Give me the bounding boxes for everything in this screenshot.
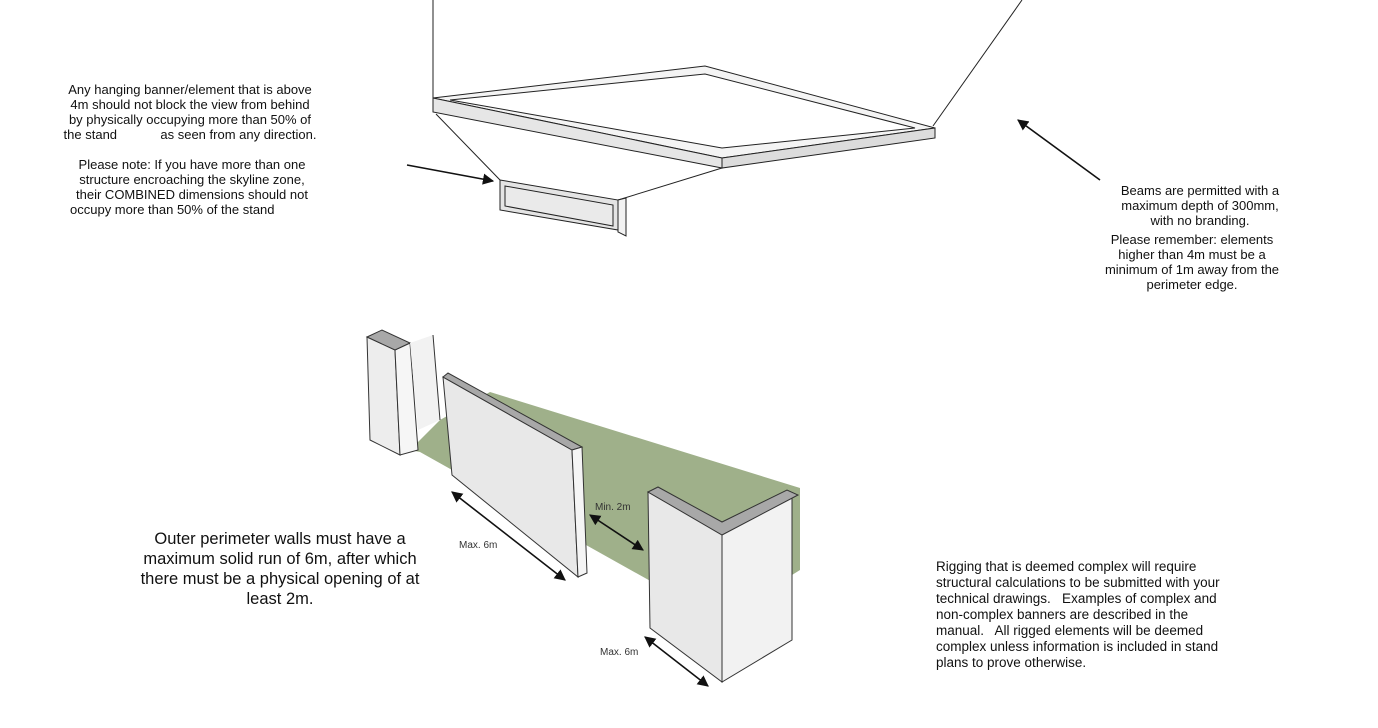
hanging-banner-note: Any hanging banner/element that is above… (50, 82, 330, 142)
max-run-label-1: Max. 6m (459, 540, 497, 551)
note-line: perimeter edge. (1146, 277, 1238, 292)
note-line: complex unless information is included i… (936, 639, 1219, 654)
note-line: Please note: If you have more than one (78, 157, 306, 172)
note-line: structure encroaching the skyline zone, (79, 172, 305, 187)
beams-note: Beams are permitted with a maximum depth… (1100, 183, 1300, 228)
note-line: occupy more than 50% of the stand (70, 202, 275, 217)
note-line: manual. All rigged elements will be deem… (936, 623, 1204, 638)
dimension-arrows (451, 491, 709, 687)
remember-note: Please remember: elements higher than 4m… (1082, 232, 1302, 292)
note-line: technical drawings. Examples of complex … (936, 591, 1217, 606)
beam-arrow (1017, 119, 1101, 181)
note-line: least 2m. (246, 590, 314, 608)
combined-note: Please note: If you have more than one s… (62, 157, 322, 217)
perimeter-walls (365, 329, 800, 683)
note-line: maximum depth of 300mm, (1121, 198, 1279, 213)
note-line: non-complex banners are described in the (936, 607, 1189, 622)
min-gap-label: Min. 2m (595, 502, 631, 513)
rigging-structure (432, 0, 1023, 237)
note-line: 4m should not block the view from behind (70, 97, 310, 112)
note-line: the stand as seen from any direction. (63, 127, 317, 142)
note-line: with no branding. (1150, 213, 1250, 228)
note-line: maximum solid run of 6m, after which (143, 550, 417, 568)
perimeter-note: Outer perimeter walls must have a maximu… (130, 529, 430, 609)
note-line: their COMBINED dimensions should not (76, 187, 308, 202)
note-line: there must be a physical opening of at (140, 570, 420, 588)
note-line: by physically occupying more than 50% of (68, 112, 312, 127)
note-line: Please remember: elements (1110, 232, 1274, 247)
note-line: minimum of 1m away from the (1104, 262, 1280, 277)
note-line: Any hanging banner/element that is above (68, 82, 312, 97)
banner-arrow (406, 164, 495, 185)
note-line: Outer perimeter walls must have a (154, 530, 406, 548)
note-line: Beams are permitted with a (1120, 183, 1280, 198)
note-line: structural calculations to be submitted … (936, 575, 1220, 590)
note-line: higher than 4m must be a (1118, 247, 1266, 262)
rigging-note: Rigging that is deemed complex will requ… (936, 559, 1266, 671)
note-line: Rigging that is deemed complex will requ… (936, 559, 1197, 574)
note-line: plans to prove otherwise. (936, 655, 1087, 670)
max-run-label-2: Max. 6m (600, 647, 638, 658)
